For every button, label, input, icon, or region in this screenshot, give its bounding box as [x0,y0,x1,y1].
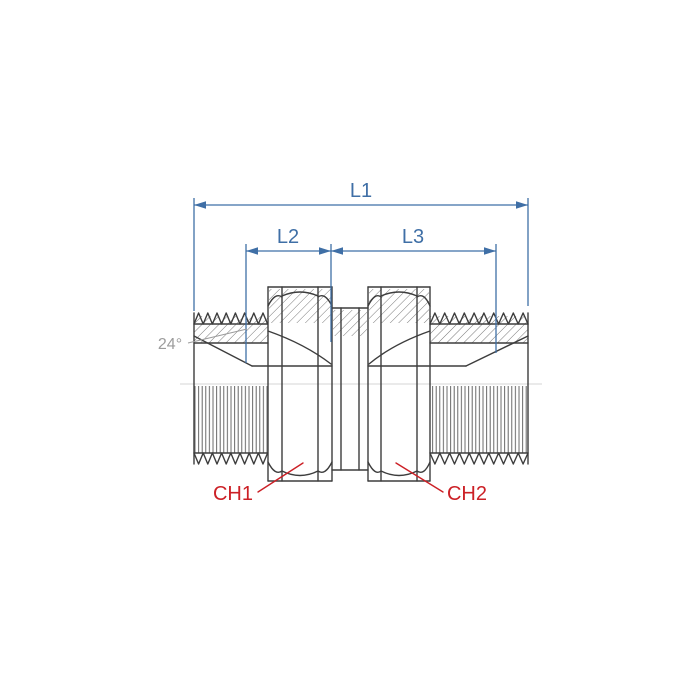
right-cone-seat-line [465,335,529,367]
right-hex-section-hatch [369,289,429,323]
ch1-leader-line [257,462,304,493]
arrow-l3-left [331,247,343,255]
middle-body-section-hatch [333,310,367,336]
right-thread-bottom-profile [429,452,529,465]
ch2-label: CH2 [447,483,487,505]
section-hatching [194,289,528,453]
left-cone-seat-line [193,335,253,367]
right-hex-cone-curve [368,330,431,365]
fitting-outline [193,286,529,482]
arrow-l3-right [484,247,496,255]
cone-angle-leader-line [187,328,248,344]
left-hex-bottom-chamfer-arcs [267,461,333,477]
right-thread-section-hatch [430,316,528,343]
right-hex-top-chamfer-arcs [367,291,431,307]
dimension-arrowheads [194,201,528,255]
callout-leader-lines [257,462,444,493]
ch2-leader-line [395,462,444,493]
left-hex-cone-curve [267,330,332,365]
dim-label-l2: L2 [277,226,299,248]
arrow-l1-right [516,201,528,209]
arrow-l2-right [319,247,331,255]
right-hex-bottom-chamfer-arcs [367,461,431,477]
arrow-l2-left [246,247,258,255]
ch1-label: CH1 [213,483,253,505]
dim-label-l1: L1 [350,180,372,202]
left-hex-section-hatch [269,289,331,323]
left-thread-bottom-profile [193,452,269,465]
dim-label-l3: L3 [402,226,424,248]
dimension-lines [193,198,529,363]
cone-angle-label: 24° [158,336,182,353]
right-thread-lines [430,386,528,453]
arrow-l1-left [194,201,206,209]
left-thread-lines [194,386,268,453]
